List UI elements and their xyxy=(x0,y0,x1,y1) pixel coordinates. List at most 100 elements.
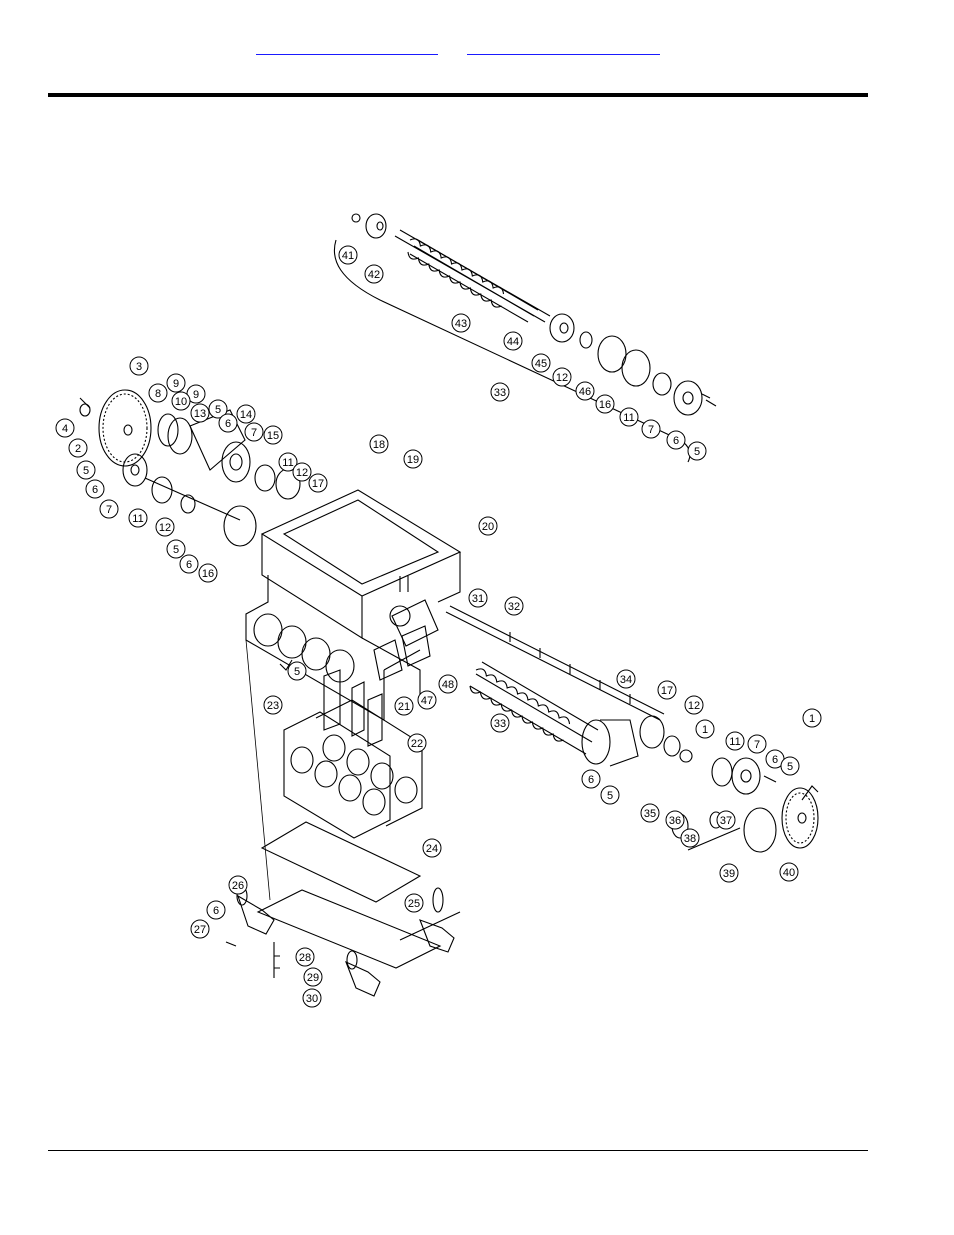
hopper-top xyxy=(262,490,460,596)
callout-5: 5 xyxy=(167,540,185,558)
nav-link-1[interactable] xyxy=(256,40,438,55)
svg-text:10: 10 xyxy=(175,396,187,408)
svg-text:12: 12 xyxy=(556,372,568,384)
svg-text:2: 2 xyxy=(75,443,81,455)
callout-19: 19 xyxy=(404,450,422,468)
callout-40: 40 xyxy=(780,863,798,881)
callout-24: 24 xyxy=(423,839,441,857)
top-navigation xyxy=(0,40,954,60)
svg-text:17: 17 xyxy=(312,478,324,490)
exploded-parts-diagram: 41 42 43 44 45 12 46 16 11 7 6 5 33 3 4 … xyxy=(40,200,860,1030)
nav-link-2[interactable] xyxy=(467,40,660,55)
svg-text:16: 16 xyxy=(202,568,214,580)
svg-text:20: 20 xyxy=(482,521,494,533)
callout-4: 4 xyxy=(56,419,74,437)
svg-text:38: 38 xyxy=(684,833,696,845)
svg-text:37: 37 xyxy=(720,815,732,827)
svg-text:7: 7 xyxy=(251,427,257,439)
callout-11: 11 xyxy=(726,732,744,750)
callout-13: 13 xyxy=(191,404,209,422)
svg-text:1: 1 xyxy=(809,713,815,725)
svg-text:6: 6 xyxy=(673,435,679,447)
callout-48: 48 xyxy=(439,675,457,693)
callout-34: 34 xyxy=(617,670,635,688)
svg-text:14: 14 xyxy=(240,409,252,421)
svg-text:34: 34 xyxy=(620,674,632,686)
svg-text:42: 42 xyxy=(368,269,380,281)
side-plate xyxy=(392,600,438,646)
assembly-bracket-curve xyxy=(334,240,690,462)
bottom-sheet-upper xyxy=(262,822,420,902)
callout-36: 36 xyxy=(666,811,684,829)
svg-text:1: 1 xyxy=(702,724,708,736)
svg-text:36: 36 xyxy=(669,815,681,827)
upper-sprocket xyxy=(674,381,702,415)
callout-5: 5 xyxy=(688,442,706,460)
svg-text:5: 5 xyxy=(694,446,700,458)
svg-text:6: 6 xyxy=(588,774,594,786)
diagram-svg: 41 42 43 44 45 12 46 16 11 7 6 5 33 3 4 … xyxy=(40,200,860,1030)
agitator-shaft xyxy=(446,606,664,720)
svg-text:17: 17 xyxy=(661,685,673,697)
callout-3: 3 xyxy=(130,357,148,375)
callout-46: 46 xyxy=(576,382,594,400)
callout-41: 41 xyxy=(339,246,357,264)
left-flange xyxy=(224,506,256,546)
svg-text:25: 25 xyxy=(408,898,420,910)
callout-17: 17 xyxy=(658,681,676,699)
footer-rule xyxy=(48,1150,868,1151)
svg-text:9: 9 xyxy=(193,389,199,401)
svg-text:5: 5 xyxy=(83,465,89,477)
callout-28: 28 xyxy=(296,948,314,966)
svg-text:23: 23 xyxy=(267,700,279,712)
callout-layer: 41 42 43 44 45 12 46 16 11 7 6 5 33 3 4 … xyxy=(56,246,821,1007)
callout-32: 32 xyxy=(505,597,523,615)
callout-6: 6 xyxy=(582,770,600,788)
right-bearing xyxy=(712,758,732,786)
svg-text:6: 6 xyxy=(772,754,778,766)
callout-8: 8 xyxy=(149,384,167,402)
svg-text:7: 7 xyxy=(648,424,654,436)
callout-6: 6 xyxy=(86,480,104,498)
callout-30: 30 xyxy=(303,989,321,1007)
small-hardware xyxy=(226,942,280,978)
svg-text:40: 40 xyxy=(783,867,795,879)
svg-text:9: 9 xyxy=(173,378,179,390)
callout-11: 11 xyxy=(620,408,638,426)
callout-31: 31 xyxy=(469,589,487,607)
svg-text:12: 12 xyxy=(296,467,308,479)
svg-text:19: 19 xyxy=(407,454,419,466)
svg-text:16: 16 xyxy=(599,399,611,411)
svg-text:5: 5 xyxy=(173,544,179,556)
svg-text:46: 46 xyxy=(579,386,591,398)
callout-25: 25 xyxy=(405,894,423,912)
right-sprocket xyxy=(732,758,760,794)
callout-6: 6 xyxy=(219,414,237,432)
callout-12: 12 xyxy=(685,696,703,714)
callout-6: 6 xyxy=(207,901,225,919)
svg-text:22: 22 xyxy=(411,738,423,750)
callout-16: 16 xyxy=(199,564,217,582)
header-rule xyxy=(48,93,868,97)
callout-45: 45 xyxy=(532,354,550,372)
callout-33: 33 xyxy=(491,383,509,401)
callout-16: 16 xyxy=(596,395,614,413)
svg-text:5: 5 xyxy=(607,790,613,802)
svg-text:11: 11 xyxy=(623,412,634,424)
callout-12: 12 xyxy=(156,518,174,536)
svg-text:4: 4 xyxy=(62,423,68,435)
svg-text:12: 12 xyxy=(159,522,171,534)
svg-text:6: 6 xyxy=(92,484,98,496)
callout-15: 15 xyxy=(264,426,282,444)
callout-35: 35 xyxy=(641,804,659,822)
callout-39: 39 xyxy=(720,864,738,882)
callout-2: 2 xyxy=(69,439,87,457)
callout-10: 10 xyxy=(172,392,190,410)
callout-37: 37 xyxy=(717,811,735,829)
callout-12: 12 xyxy=(553,368,571,386)
callout-9: 9 xyxy=(167,374,185,392)
svg-text:7: 7 xyxy=(754,739,760,751)
svg-text:28: 28 xyxy=(299,952,311,964)
svg-text:11: 11 xyxy=(282,457,293,469)
svg-text:11: 11 xyxy=(729,736,740,748)
